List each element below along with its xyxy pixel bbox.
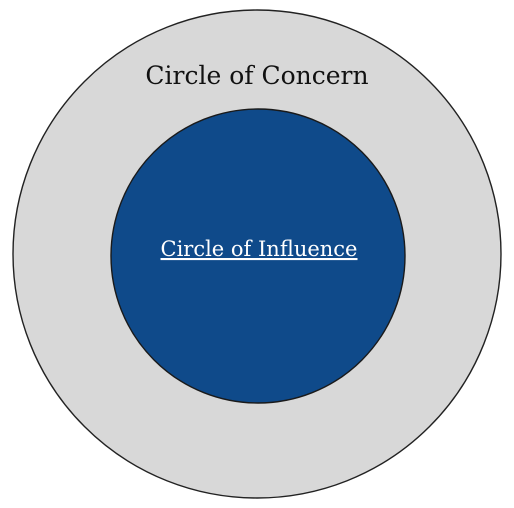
circle-of-influence-label: Circle of Influence [161, 237, 358, 261]
circle-of-influence [110, 108, 406, 404]
circle-of-concern-label: Circle of Concern [145, 61, 368, 90]
